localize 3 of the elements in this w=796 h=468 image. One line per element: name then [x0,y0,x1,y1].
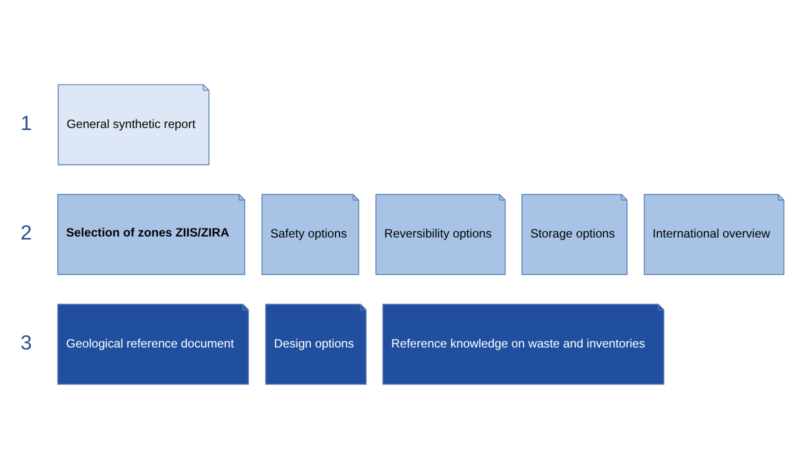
label: 3 [20,330,32,354]
label: 2 [20,221,32,244]
label: 1 [20,111,32,134]
